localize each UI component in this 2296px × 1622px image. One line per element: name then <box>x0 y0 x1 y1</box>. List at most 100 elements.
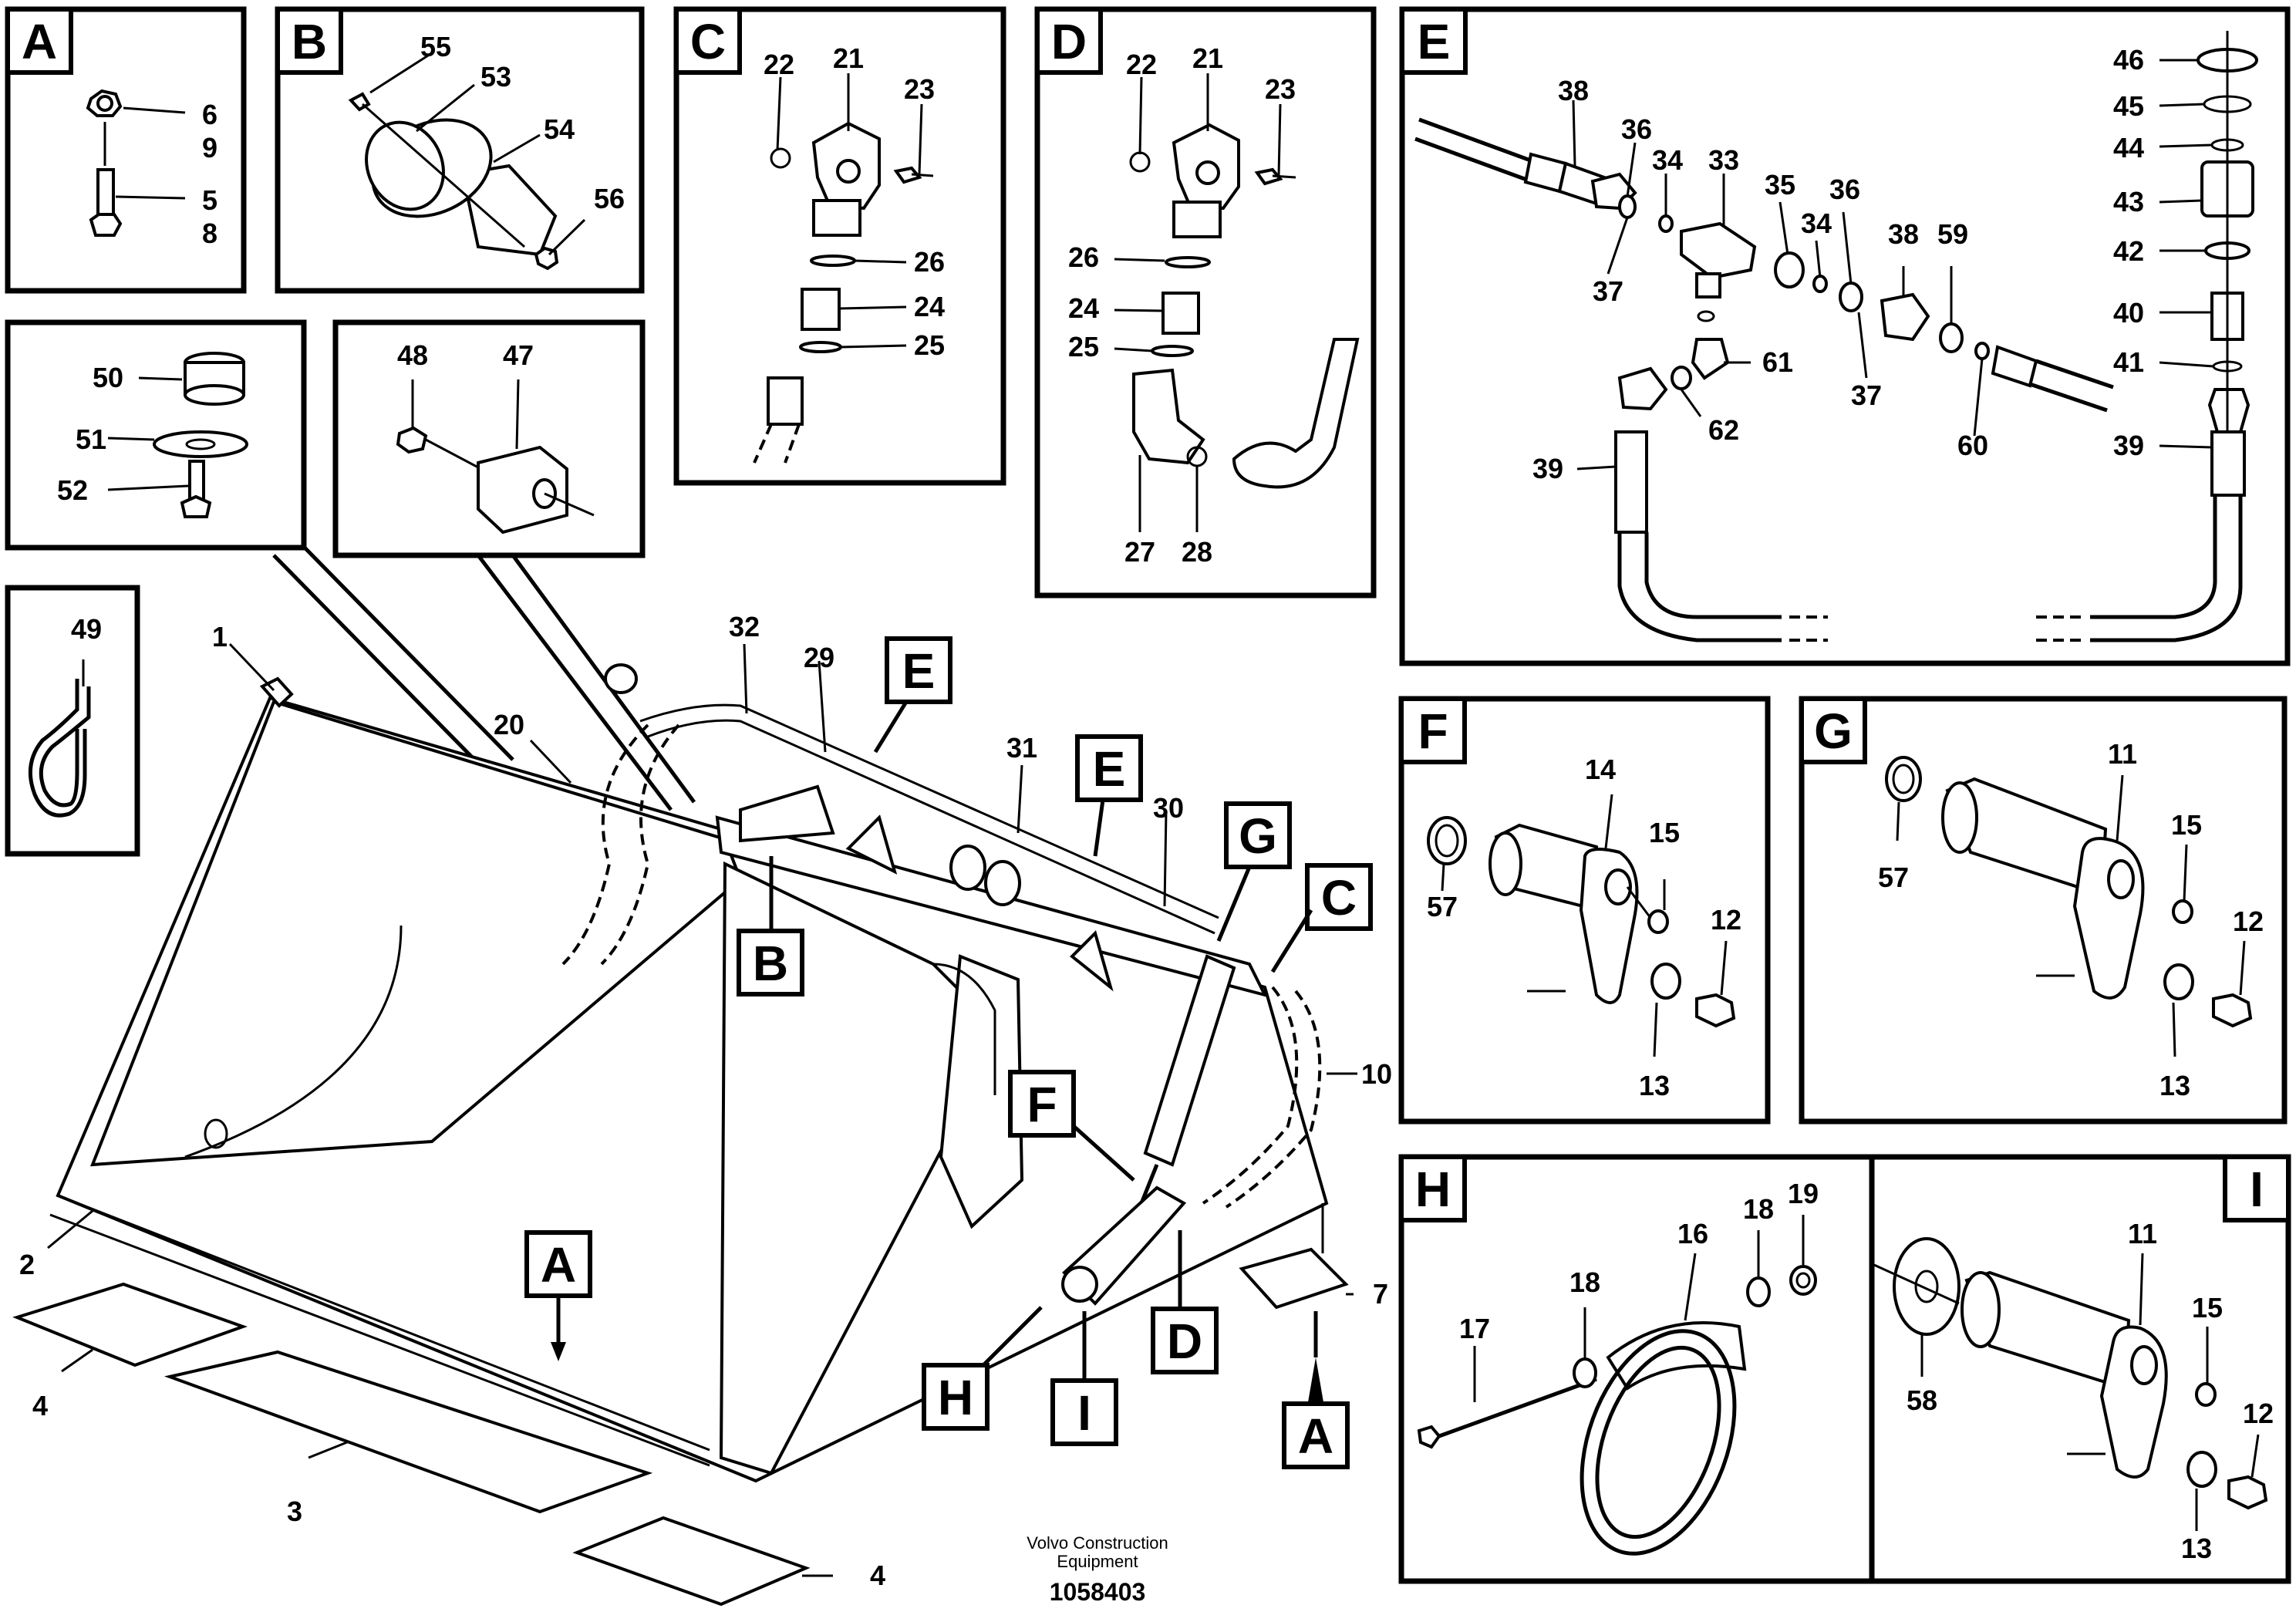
panel-e: E <box>1399 6 2291 666</box>
panel-e-letter: E <box>1418 14 1451 69</box>
callout: 18 <box>1569 1266 1600 1298</box>
callout: 11 <box>2128 1218 2157 1249</box>
callout: 23 <box>1265 73 1296 105</box>
callout: 26 <box>914 246 945 278</box>
callout: 55 <box>420 31 451 62</box>
callout: 23 <box>904 73 935 105</box>
main-assembly: 1 20 32 29 31 30 10 2 3 4 4 7 <box>12 546 1392 1607</box>
tag-e: E <box>1093 741 1126 797</box>
callout: 4 <box>870 1560 885 1591</box>
panel-b: B 55 53 54 56 <box>275 6 645 294</box>
callout: 24 <box>1068 292 1099 324</box>
callout: 31 <box>1006 732 1037 764</box>
panel-f-letter: F <box>1418 703 1448 759</box>
callout: 15 <box>2192 1292 2223 1324</box>
callout: 20 <box>494 709 524 740</box>
tag-e: E <box>902 643 936 699</box>
callout: 21 <box>833 42 864 74</box>
callout: 42 <box>2113 235 2144 267</box>
callout: 5 <box>202 184 217 216</box>
brand-line-2: Equipment <box>1057 1552 1138 1571</box>
panel-i-letter: I <box>2250 1162 2264 1217</box>
callout: 57 <box>1427 891 1458 922</box>
tag-i: I <box>1077 1385 1091 1441</box>
callout: 39 <box>1532 453 1563 484</box>
callout: 48 <box>397 339 428 371</box>
callout: 39 <box>2113 430 2144 461</box>
callout: 35 <box>1765 169 1795 201</box>
tag-f: F <box>1027 1077 1057 1132</box>
callout: 43 <box>2113 186 2144 218</box>
callout: 13 <box>2159 1070 2190 1101</box>
tag-a: A <box>541 1237 576 1293</box>
callout: 29 <box>804 642 834 673</box>
callout: 45 <box>2113 90 2144 122</box>
callout: 22 <box>764 49 794 80</box>
brand-line-1: Volvo Construction <box>1027 1533 1168 1553</box>
panel-f: F 14 15 12 57 13 <box>1398 696 1771 1125</box>
callout: 15 <box>2171 809 2202 841</box>
callout: 52 <box>57 474 88 506</box>
callout: 17 <box>1459 1313 1490 1344</box>
callout: 50 <box>93 362 123 393</box>
callout: 6 <box>202 99 217 130</box>
callout: 13 <box>1639 1070 1670 1101</box>
callout: 28 <box>1182 536 1212 568</box>
callout: 8 <box>202 218 217 249</box>
callout: 36 <box>1621 113 1652 145</box>
main-tags: E E G C B F A H I D <box>524 636 1373 1469</box>
panel-i: I 11 15 58 12 13 <box>1869 1154 2291 1584</box>
callout: 14 <box>1585 754 1616 785</box>
panel-a: A 6 9 5 8 <box>5 6 247 294</box>
panel-clamp: 48 47 <box>332 319 646 558</box>
callout: 58 <box>1907 1384 1937 1416</box>
callout: 38 <box>1888 218 1919 250</box>
panel-c: C 22 21 23 26 24 25 <box>673 6 1006 486</box>
callout: 46 <box>2113 44 2144 76</box>
callout: 53 <box>480 61 511 93</box>
panel-d: D 22 21 23 26 24 25 27 28 <box>1034 6 1377 599</box>
callout: 12 <box>2233 905 2264 937</box>
callout: 26 <box>1068 241 1099 273</box>
tag-c: C <box>1321 870 1357 926</box>
callout: 34 <box>1652 144 1683 176</box>
callout: 19 <box>1788 1178 1819 1209</box>
callout: 56 <box>594 183 625 214</box>
callout: 36 <box>1829 174 1860 205</box>
tag-a: A <box>1298 1408 1333 1464</box>
callout: 37 <box>1851 379 1882 411</box>
drawing-number: 1058403 <box>1050 1578 1146 1606</box>
callout: 59 <box>1937 218 1968 250</box>
callout: 61 <box>1762 346 1793 378</box>
panel-cap: 50 51 52 <box>5 319 307 551</box>
callout: 4 <box>32 1390 48 1421</box>
callout: 16 <box>1677 1218 1708 1249</box>
callout: 1 <box>212 621 228 653</box>
callout: 27 <box>1124 536 1155 568</box>
callout: 25 <box>914 329 945 361</box>
callout: 41 <box>2113 346 2144 378</box>
panel-g: G 11 15 57 12 13 <box>1799 696 2288 1125</box>
callout: 62 <box>1708 414 1739 446</box>
tag-d: D <box>1167 1313 1202 1369</box>
panel-h: H 17 18 16 18 19 <box>1398 1154 1875 1584</box>
callout: 10 <box>1361 1058 1392 1090</box>
callout: 54 <box>544 113 575 145</box>
callout: 7 <box>1373 1278 1388 1310</box>
callout: 13 <box>2181 1533 2212 1564</box>
callout: 12 <box>2243 1398 2274 1429</box>
callout: 22 <box>1126 49 1157 80</box>
callout: 25 <box>1068 331 1099 363</box>
tag-b: B <box>753 936 788 991</box>
callout: 15 <box>1649 817 1680 848</box>
callout: 18 <box>1743 1193 1774 1225</box>
callout: 44 <box>2113 132 2144 164</box>
callout: 47 <box>503 339 534 371</box>
panel-tie: 49 <box>5 585 140 857</box>
callout: 34 <box>1801 207 1832 239</box>
callout: 32 <box>729 611 760 642</box>
callout: 33 <box>1708 144 1739 176</box>
footer: Volvo Construction Equipment 1058403 <box>1027 1533 1168 1606</box>
panel-d-letter: D <box>1051 14 1087 69</box>
